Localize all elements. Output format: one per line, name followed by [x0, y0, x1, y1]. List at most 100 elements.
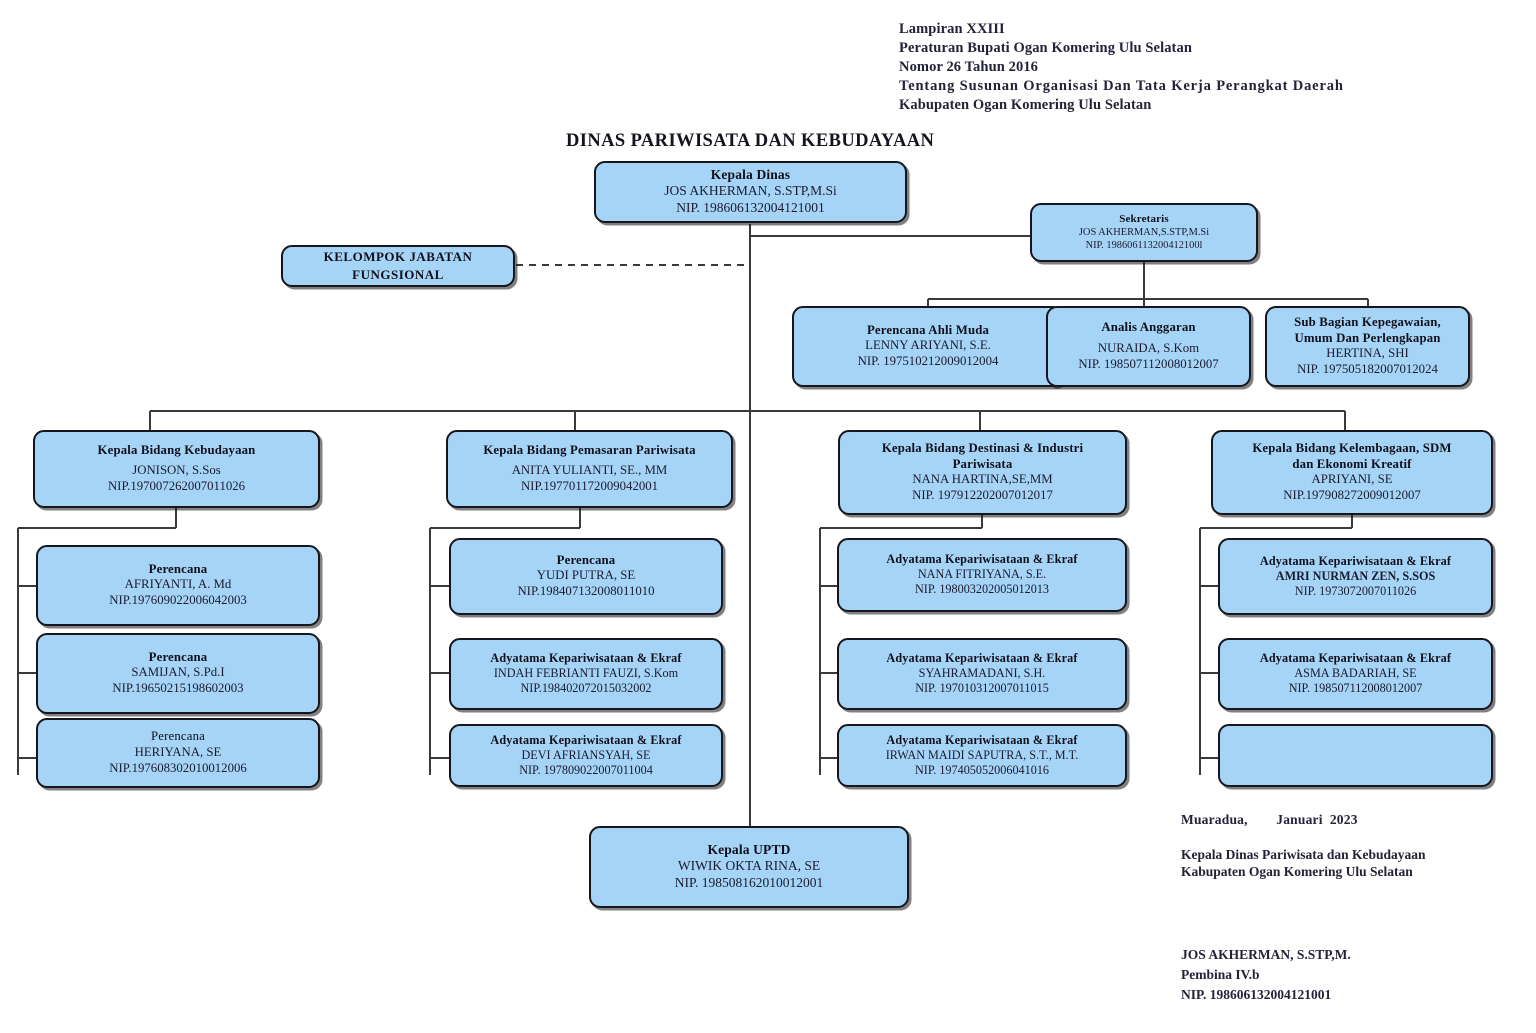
- signature-signer-nip: NIP. 198606132004121001: [1181, 987, 1332, 1002]
- node-kepala-dinas[interactable]: Kepala Dinas JOS AKHERMAN, S.STP,M.Si NI…: [594, 161, 907, 223]
- node-person-name: NANA HARTINA,SE,MM: [912, 472, 1053, 487]
- node-staff[interactable]: Adyatama Kepariwisataan & Ekraf NANA FIT…: [837, 538, 1127, 612]
- node-title: Sekretaris: [1119, 212, 1169, 225]
- signature-office-line-1: Kepala Dinas Pariwisata dan Kebudayaan: [1181, 847, 1426, 862]
- node-title-line-1: Kepala Bidang Destinasi & Industri: [881, 440, 1084, 455]
- node-title: Kepala Bidang Kebudayaan: [97, 442, 256, 457]
- node-kepala-bidang-kebudayaan[interactable]: Kepala Bidang Kebudayaan JONISON, S.Sos …: [33, 430, 320, 508]
- node-title: Kepala Dinas: [710, 166, 791, 182]
- node-title: Perencana Ahli Muda: [866, 322, 990, 337]
- node-person-name: AMRI NURMAN ZEN, S.SOS: [1275, 568, 1436, 583]
- node-person-name: JOS AKHERMAN,S.STP,M.Si: [1078, 227, 1210, 239]
- node-title: Kepala Bidang Pemasaran Pariwisata: [483, 442, 696, 457]
- node-title: Adyatama Kepariwisataan & Ekraf: [886, 552, 1078, 567]
- node-staff[interactable]: Perencana YUDI PUTRA, SE NIP.19840713200…: [449, 538, 723, 615]
- node-staff[interactable]: Adyatama Kepariwisataan & Ekraf ASMA BAD…: [1218, 638, 1493, 710]
- doc-note-line-5: Kabupaten Ogan Komering Ulu Selatan: [899, 97, 1152, 113]
- node-title: Adyatama Kepariwisataan & Ekraf: [1259, 553, 1452, 568]
- node-staff[interactable]: Adyatama Kepariwisataan & Ekraf IRWAN MA…: [837, 724, 1127, 787]
- node-title-line-1: Sub Bagian Kepegawaian,: [1294, 314, 1441, 329]
- node-kepala-bidang-pemasaran-pariwisata[interactable]: Kepala Bidang Pemasaran Pariwisata ANITA…: [446, 430, 733, 508]
- node-kepala-bidang-kelembagaan-sdm-ekonomi-kreatif[interactable]: Kepala Bidang Kelembagaan, SDM dan Ekono…: [1211, 430, 1493, 515]
- node-person-name: ASMA BADARIAH, SE: [1294, 666, 1417, 681]
- node-person-name: INDAH FEBRIANTI FAUZI, S.Kom: [493, 666, 679, 681]
- node-person-name: YUDI PUTRA, SE: [536, 568, 636, 583]
- node-person-name: SYAHRAMADANI, S.H.: [918, 666, 1046, 681]
- node-title: Perencana: [148, 649, 208, 664]
- node-staff[interactable]: Adyatama Kepariwisataan & Ekraf SYAHRAMA…: [837, 638, 1127, 710]
- node-title: Adyatama Kepariwisataan & Ekraf: [490, 732, 682, 747]
- node-nip: NIP.198402072015032002: [520, 681, 652, 696]
- signature-office: Kepala Dinas Pariwisata dan Kebudayaan K…: [1181, 846, 1426, 880]
- doc-note-line-2: Peraturan Bupati Ogan Komering Ulu Selat…: [899, 40, 1193, 56]
- node-sekretaris[interactable]: Sekretaris JOS AKHERMAN,S.STP,M.Si NIP. …: [1030, 203, 1258, 262]
- node-nip: NIP.197007262007011026: [107, 479, 246, 494]
- node-person-name: WIWIK OKTA RINA, SE: [677, 858, 821, 874]
- node-person-name: JOS AKHERMAN, S.STP,M.Si: [664, 183, 837, 199]
- node-nip: NIP. 198507112008012007: [1078, 357, 1219, 372]
- node-person-name: DEVI AFRIANSYAH, SE: [521, 747, 651, 762]
- node-title-line-2: Pariwisata: [952, 456, 1013, 471]
- node-person-name: NURAIDA, S.Kom: [1097, 341, 1200, 356]
- node-title: Adyatama Kepariwisataan & Ekraf: [490, 651, 682, 666]
- doc-note-line-4: Tentang Susunan Organisasi Dan Tata Kerj…: [899, 78, 1344, 94]
- node-staff-empty[interactable]: [1218, 724, 1493, 787]
- node-nip: NIP. 197510212009012004: [857, 354, 999, 369]
- node-title: Perencana: [556, 552, 616, 567]
- node-perencana-ahli-muda[interactable]: Perencana Ahli Muda LENNY ARIYANI, S.E. …: [792, 306, 1064, 387]
- node-kepala-bidang-destinasi-industri-pariwisata[interactable]: Kepala Bidang Destinasi & Industri Pariw…: [838, 430, 1127, 515]
- node-title-line-2: FUNGSIONAL: [352, 267, 444, 282]
- node-nip: NIP. 198507112008012007: [1288, 681, 1423, 696]
- node-nip: NIP. 197010312007011015: [915, 681, 1049, 696]
- node-person-name: ANITA YULIANTI, SE., MM: [511, 463, 668, 478]
- node-staff[interactable]: Perencana AFRIYANTI, A. Md NIP.197609022…: [36, 545, 320, 626]
- node-person-name: AFRIYANTI, A. Md: [124, 577, 232, 592]
- node-person-name: HERIYANA, SE: [134, 744, 222, 759]
- node-title: Adyatama Kepariwisataan & Ekraf: [886, 651, 1078, 666]
- node-title: Perencana: [148, 561, 208, 576]
- node-nip: NIP. 197912202007012017: [912, 488, 1053, 503]
- signature-signer-name: JOS AKHERMAN, S.STP,M.: [1181, 947, 1351, 962]
- doc-note-line-3: Nomor 26 Tahun 2016: [899, 59, 1039, 75]
- node-title-line-2: dan Ekonomi Kreatif: [1292, 456, 1412, 471]
- node-person-name: SAMIJAN, S.Pd.I: [131, 665, 225, 680]
- node-nip: NIP. 198606113200412100l: [1085, 240, 1203, 252]
- node-nip: NIP. 198606132004121001: [676, 200, 825, 216]
- node-title-line-1: KELOMPOK JABATAN: [323, 249, 473, 265]
- node-person-name: NANA FITRIYANA, S.E.: [917, 567, 1047, 582]
- node-person-name: LENNY ARIYANI, S.E.: [865, 338, 991, 353]
- node-title: Analis Anggaran: [1101, 319, 1196, 334]
- node-kelompok-jabatan-fungsional[interactable]: KELOMPOK JABATAN FUNGSIONAL: [281, 245, 515, 287]
- node-nip: NIP. 1973072007011026: [1294, 583, 1417, 598]
- node-sub-bagian-kepegawaian[interactable]: Sub Bagian Kepegawaian, Umum Dan Perleng…: [1265, 306, 1470, 387]
- node-nip: NIP.197701172009042001: [520, 479, 659, 494]
- node-staff[interactable]: Perencana HERIYANA, SE NIP.1976083020100…: [36, 718, 320, 788]
- node-person-name: JONISON, S.Sos: [132, 463, 221, 478]
- node-nip: NIP.197609022006042003: [109, 593, 247, 608]
- signature-place-date: Muaradua, Januari 2023: [1181, 812, 1358, 827]
- signature-signer-rank: Pembina IV.b: [1181, 967, 1260, 982]
- node-nip: NIP.197908272009012007: [1283, 488, 1421, 503]
- node-title: Adyatama Kepariwisataan & Ekraf: [886, 732, 1078, 747]
- node-nip: NIP. 198003202005012013: [914, 582, 1050, 597]
- node-nip: NIP. 197505182007012024: [1297, 362, 1438, 377]
- node-nip: NIP.198407132008011010: [517, 584, 655, 599]
- node-staff[interactable]: Adyatama Kepariwisataan & Ekraf AMRI NUR…: [1218, 538, 1493, 615]
- node-title-line-2: Umum Dan Perlengkapan: [1294, 330, 1441, 345]
- node-person-name: APRIYANI, SE: [1311, 472, 1393, 487]
- node-title: Perencana: [151, 729, 205, 744]
- node-kepala-uptd[interactable]: Kepala UPTD WIWIK OKTA RINA, SE NIP. 198…: [589, 826, 909, 908]
- node-nip: NIP. 197405052006041016: [914, 762, 1050, 777]
- node-analis-anggaran[interactable]: Analis Anggaran NURAIDA, S.Kom NIP. 1985…: [1046, 306, 1251, 387]
- document-reference-note: Lampiran XXIII Peraturan Bupati Ogan Kom…: [899, 20, 1459, 115]
- node-title: Adyatama Kepariwisataan & Ekraf: [1259, 651, 1452, 666]
- node-nip: NIP.197608302010012006: [109, 760, 247, 775]
- doc-note-line-1: Lampiran XXIII: [899, 21, 1005, 37]
- node-staff[interactable]: Adyatama Kepariwisataan & Ekraf INDAH FE…: [449, 638, 723, 710]
- node-staff[interactable]: Perencana SAMIJAN, S.Pd.I NIP.1965021519…: [36, 633, 320, 714]
- node-nip: NIP. 197809022007011004: [519, 762, 653, 777]
- node-staff[interactable]: Adyatama Kepariwisataan & Ekraf DEVI AFR…: [449, 724, 723, 787]
- node-nip: NIP.19650215198602003: [112, 681, 244, 696]
- node-nip: NIP. 198508162010012001: [674, 875, 824, 891]
